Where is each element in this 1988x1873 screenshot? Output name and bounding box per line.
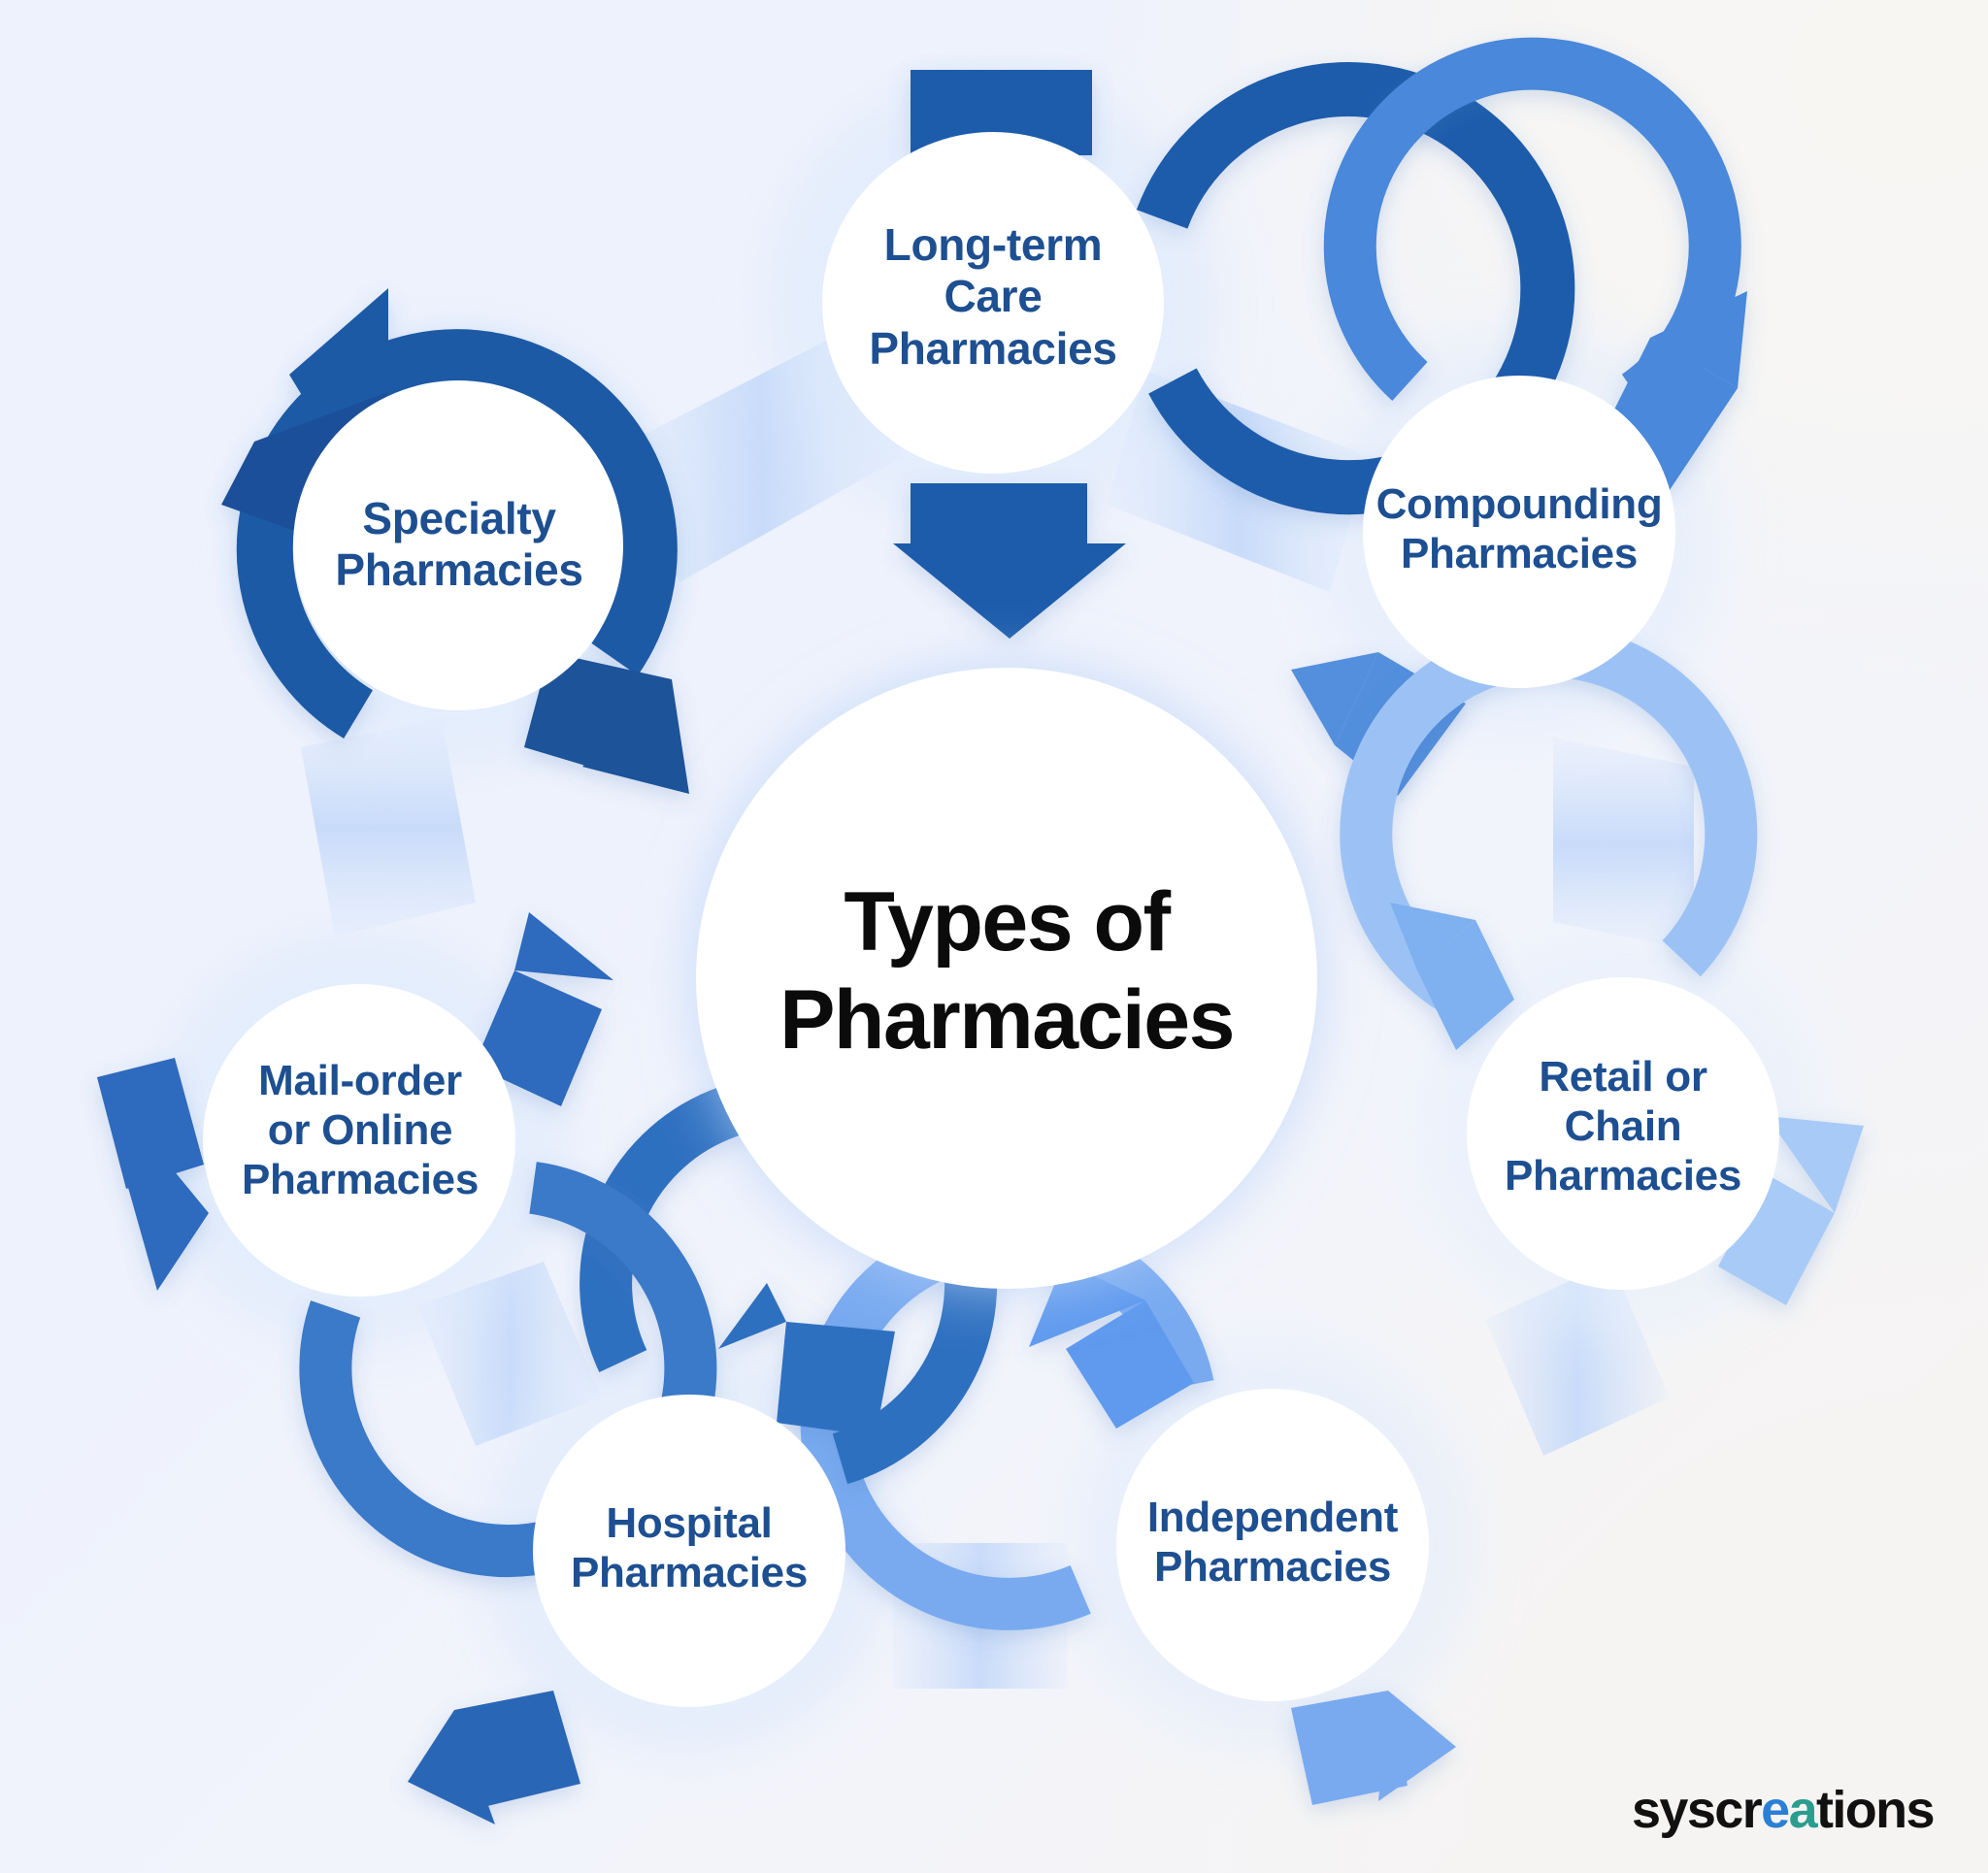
node-circle-mail-order[interactable] xyxy=(203,984,515,1297)
logo-text-part2: tions xyxy=(1816,1781,1936,1839)
node-circle-long-term-care[interactable] xyxy=(822,132,1164,474)
node-circle-compounding[interactable] xyxy=(1363,376,1675,688)
logo-letter-e: e xyxy=(1761,1781,1790,1839)
node-circle-retail-or-chain[interactable] xyxy=(1467,977,1779,1290)
center-title: Types of Pharmacies xyxy=(779,875,1235,1068)
logo-text-part1: syscr xyxy=(1631,1781,1763,1839)
connector-mailorder-to-specialty xyxy=(301,718,476,936)
connector-compounding-to-retail xyxy=(1553,738,1694,951)
ring-arrow-long-term-care xyxy=(893,62,1575,639)
logo-letter-a: a xyxy=(1788,1781,1818,1839)
node-circle-independent[interactable] xyxy=(1116,1389,1429,1701)
center-circle xyxy=(696,668,1317,1289)
node-circle-specialty[interactable] xyxy=(293,380,623,710)
syscreations-logo: syscreations xyxy=(1631,1780,1936,1840)
node-circle-hospital[interactable] xyxy=(533,1395,845,1707)
